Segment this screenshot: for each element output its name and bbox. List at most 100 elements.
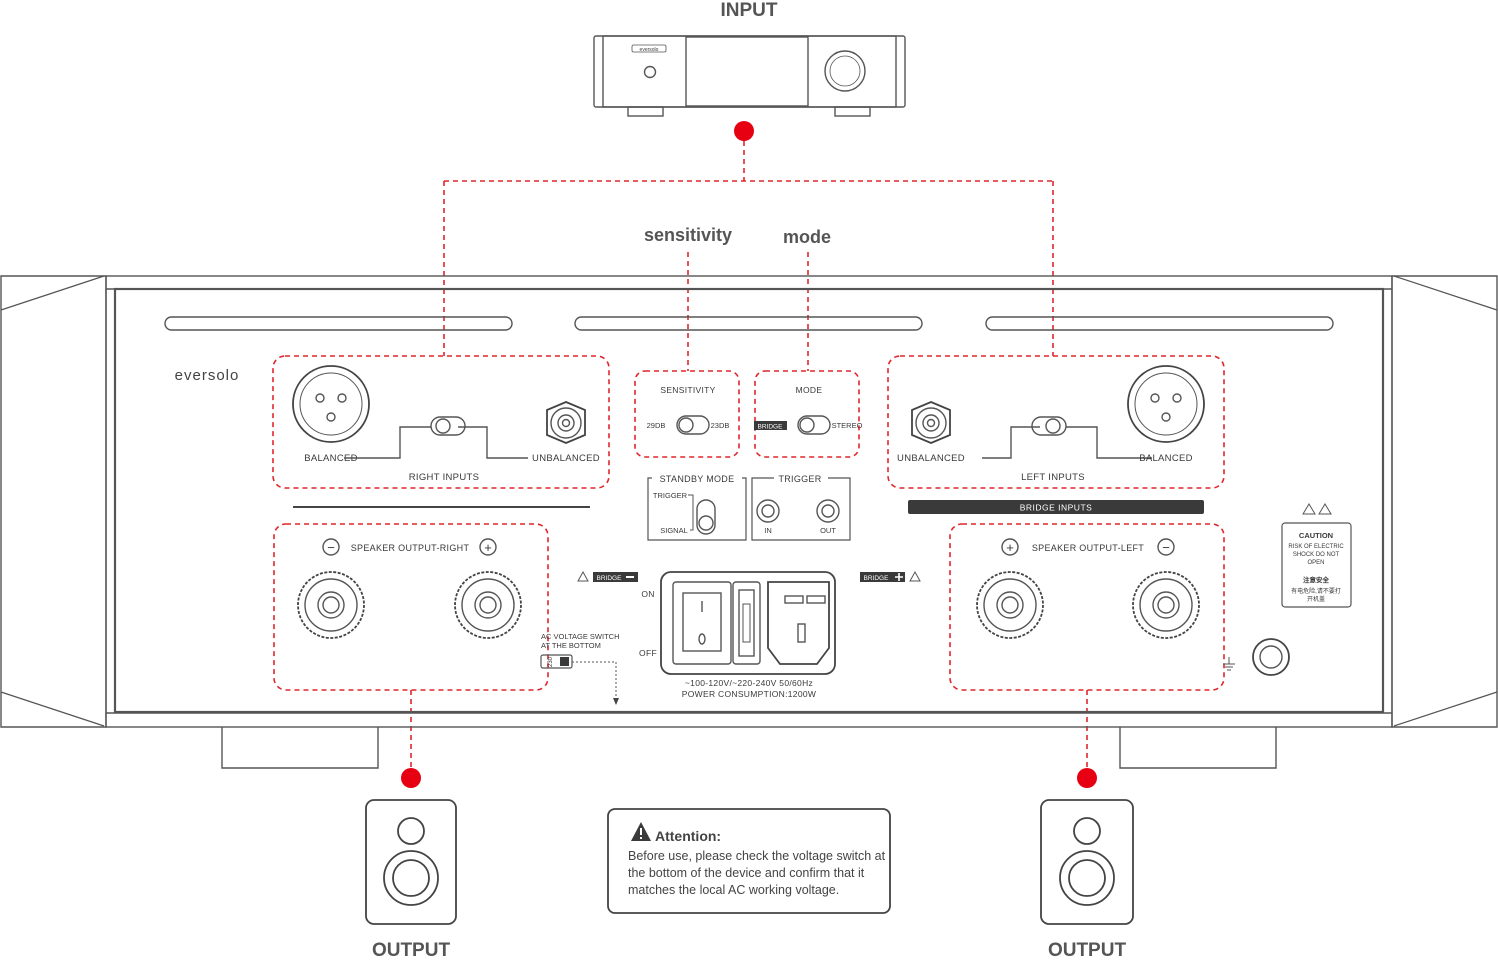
connection-lines [401,121,1097,788]
left-unbalanced-label: UNBALANCED [897,453,965,464]
mode-callout: mode [783,227,831,247]
right-minus-icon [322,538,340,556]
svg-text:BRIDGE: BRIDGE [597,575,623,582]
svg-text:BRIDGE: BRIDGE [864,575,890,582]
source-volume-knob-icon [824,50,866,92]
trigger-title: TRIGGER [778,474,821,484]
ground-terminal[interactable] [1252,638,1290,676]
right-minus-binding-post[interactable] [297,571,365,639]
standby-signal-label: SIGNAL [660,526,688,535]
speaker-output-right-panel: − SPEAKER OUTPUT-RIGHT + [273,523,549,691]
left-minus-binding-post[interactable] [1132,571,1200,639]
warning-icon [1302,503,1316,515]
input-label: INPUT [721,0,778,21]
vent-slot-left [164,316,513,331]
trigger-panel: TRIGGER IN OUT [751,474,851,541]
left-plus-icon [1001,538,1019,556]
left-balanced-label: BALANCED [1139,453,1193,464]
mode-panel: MODE BRIDGE STEREO [754,370,863,458]
standby-title: STANDBY MODE [660,474,735,484]
rca-unbalanced-left-connector[interactable] [911,401,951,444]
speaker-output-left-title: SPEAKER OUTPUT-LEFT [1032,543,1144,553]
ac-voltage-switch-note: AC VOLTAGE SWITCH AT THE BOTTOM 230 [540,632,619,705]
left-plus-binding-post[interactable] [976,571,1044,639]
source-brand: eversolo [640,47,659,53]
left-input-selector-switch[interactable] [1031,416,1067,436]
right-inputs-title: RIGHT INPUTS [409,472,479,483]
xlr-balanced-right-connector[interactable] [292,365,370,443]
bridge-inputs-bar [908,500,1204,514]
svg-text:OPEN: OPEN [1307,560,1324,566]
fuse-holder[interactable] [732,581,761,665]
sensitivity-switch[interactable] [676,415,710,435]
trigger-in-label: IN [764,526,772,535]
iec-power-inlet[interactable] [767,581,830,665]
output-left-label: OUTPUT [1048,940,1127,961]
left-minus-icon [1157,538,1175,556]
mode-stereo-label: STEREO [832,421,863,430]
bridge-minus-marker: BRIDGE [577,570,638,582]
output-right-label: OUTPUT [372,940,451,961]
trigger-out-label: OUT [820,526,836,535]
svg-text:开机盖: 开机盖 [1307,595,1325,603]
output-left-connection-dot [1077,768,1097,788]
svg-text:−: − [327,540,335,555]
right-input-selector-switch[interactable] [430,416,466,436]
left-inputs-panel: UNBALANCED LEFT INPUTS BALANCED BRIDGE I… [887,355,1225,514]
standby-mode-panel: STANDBY MODE TRIGGER SIGNAL [647,474,747,541]
speaker-output-right-title: SPEAKER OUTPUT-RIGHT [351,543,470,553]
svg-text:SHOCK DO NOT: SHOCK DO NOT [1293,552,1340,558]
svg-text:RISK OF ELECTRIC: RISK OF ELECTRIC [1288,544,1344,550]
amplifier-chassis: eversolo [0,275,1498,769]
sensitivity-callout: sensitivity [644,225,732,245]
source-device: eversolo [593,35,906,117]
trigger-in-jack[interactable] [756,499,780,523]
mode-bridge-label: BRIDGE [758,424,784,431]
source-power-button-icon [643,65,657,79]
svg-text:+: + [1006,540,1014,555]
mode-switch[interactable] [797,415,831,435]
warning-icon [577,570,589,582]
speaker-output-left-panel: + SPEAKER OUTPUT-LEFT − [949,523,1225,691]
left-inputs-title: LEFT INPUTS [1021,472,1085,483]
vent-slot-center [574,316,923,331]
svg-text:有电危险,请不要打: 有电危险,请不要打 [1291,587,1341,595]
right-balanced-label: BALANCED [304,453,358,464]
power-rocker-switch[interactable] [682,592,722,652]
svg-text:230: 230 [548,656,554,667]
vent-slot-right [985,316,1334,331]
attention-note: Attention: Before use, please check the … [607,808,891,914]
rca-unbalanced-right-connector[interactable] [546,401,586,444]
right-plus-binding-post[interactable] [454,571,522,639]
mode-title: MODE [796,385,823,395]
output-right-connection-dot [401,768,421,788]
bridge-plus-marker: BRIDGE [860,570,921,582]
sensitivity-23db-label: 23DB [711,421,730,430]
power-on-label: ON [641,589,654,599]
power-off-label: OFF [639,648,657,658]
sensitivity-panel: SENSITIVITY 29DB 23DB [634,370,740,458]
attention-line-3: matches the local AC working voltage. [628,883,839,897]
standby-mode-switch[interactable] [696,499,716,535]
bridge-inputs-label: BRIDGE INPUTS [1020,503,1093,513]
ground-icon [1223,657,1235,671]
attention-title: Attention: [655,828,721,844]
attention-line-1: Before use, please check the voltage swi… [628,849,886,863]
xlr-balanced-left-connector[interactable] [1127,365,1205,443]
svg-text:−: − [1162,540,1170,555]
sensitivity-29db-label: 29DB [647,421,666,430]
right-unbalanced-label: UNBALANCED [532,453,600,464]
ac-voltage-switch[interactable]: 230 [540,654,573,669]
svg-text:CAUTION: CAUTION [1299,531,1333,540]
power-voltage-label: ~100-120V/~220-240V 50/60Hz [685,678,813,688]
warning-icon [1318,503,1332,515]
standby-trigger-label: TRIGGER [653,491,688,500]
brand-logo: eversolo [175,367,240,384]
right-inputs-panel: BALANCED RIGHT INPUTS UNBALANCED [272,355,610,489]
power-consumption-label: POWER CONSUMPTION:1200W [682,689,816,699]
attention-line-2: the bottom of the device and confirm tha… [628,866,865,880]
trigger-out-jack[interactable] [816,499,840,523]
speaker-right [365,799,457,925]
svg-text:AT THE BOTTOM: AT THE BOTTOM [541,641,601,650]
